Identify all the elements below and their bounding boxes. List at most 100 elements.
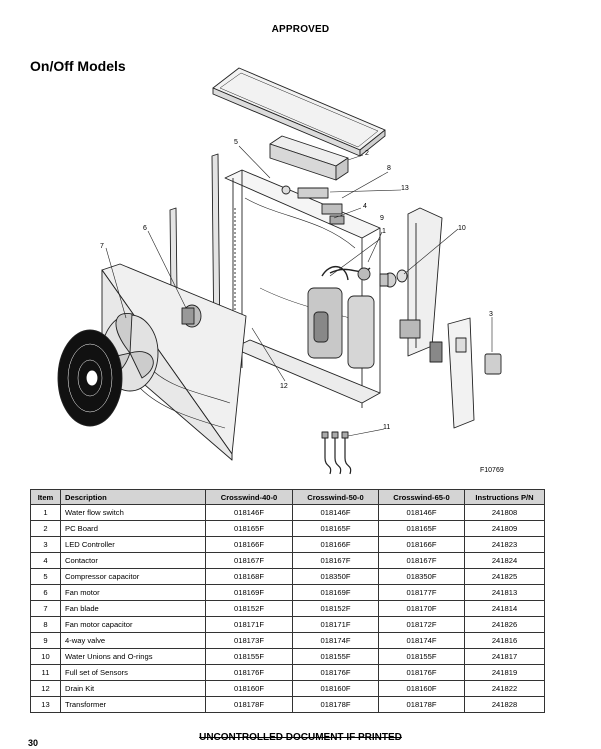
cell-instructions-pn: 241817 xyxy=(464,648,545,665)
cell-instructions-pn: 241823 xyxy=(464,536,545,553)
cell-crosswind-50: 018350F xyxy=(292,568,379,585)
cell-description: Fan motor capacitor xyxy=(60,616,206,633)
page-number: 30 xyxy=(28,738,39,748)
cell-crosswind-40: 018167F xyxy=(205,552,293,569)
cell-crosswind-65: 018146F xyxy=(378,504,465,521)
cell-instructions-pn: 241809 xyxy=(464,520,545,537)
electrical-box xyxy=(269,135,349,181)
cell-item: 2 xyxy=(30,520,61,537)
cell-instructions-pn: 241808 xyxy=(464,504,545,521)
approved-stamp: APPROVED xyxy=(271,24,330,35)
cell-description: Fan blade xyxy=(60,600,206,617)
cell-instructions-pn: 241816 xyxy=(464,632,545,649)
cell-item: 12 xyxy=(30,680,61,697)
parts-table: Item Description Crosswind-40-0 Crosswin… xyxy=(30,489,545,713)
cell-crosswind-65: 018170F xyxy=(378,600,465,617)
cell-description: 4-way valve xyxy=(60,632,206,649)
service-panel xyxy=(447,317,475,429)
cell-instructions-pn: 241814 xyxy=(464,600,545,617)
cell-item: 4 xyxy=(30,552,61,569)
figure-id: F10769 xyxy=(480,467,504,474)
cell-crosswind-50: 018176F xyxy=(292,664,379,681)
cell-crosswind-40: 018173F xyxy=(205,632,293,649)
callout-6: 6 xyxy=(143,225,147,232)
cell-crosswind-65: 018155F xyxy=(378,648,465,665)
led-controller xyxy=(484,353,502,375)
cell-description: Fan motor xyxy=(60,584,206,601)
section-title: On/Off Models xyxy=(30,58,126,74)
water-unions xyxy=(379,269,408,288)
callout-1: 1 xyxy=(382,228,386,235)
cell-crosswind-50: 018171F xyxy=(292,616,379,633)
unit-frame xyxy=(224,169,381,408)
cell-item: 7 xyxy=(30,600,61,617)
cell-crosswind-40: 018165F xyxy=(205,520,293,537)
cell-crosswind-65: 018178F xyxy=(378,696,465,713)
callout-9: 9 xyxy=(380,215,384,222)
uncontrolled-notice: UNCONTROLLED DOCUMENT IF PRINTED xyxy=(199,732,402,743)
cell-crosswind-65: 018176F xyxy=(378,664,465,681)
cell-description: Water Unions and O-rings xyxy=(60,648,206,665)
cell-item: 13 xyxy=(30,696,61,713)
cell-crosswind-65: 018177F xyxy=(378,584,465,601)
table-header-row: Item Description Crosswind-40-0 Crosswin… xyxy=(30,489,545,505)
cell-crosswind-65: 018166F xyxy=(378,536,465,553)
cell-description: LED Controller xyxy=(60,536,206,553)
cell-crosswind-40: 018171F xyxy=(205,616,293,633)
cell-instructions-pn: 241824 xyxy=(464,552,545,569)
cell-item: 8 xyxy=(30,616,61,633)
callout-7: 7 xyxy=(100,243,104,250)
cell-instructions-pn: 241828 xyxy=(464,696,545,713)
header-crosswind-50: Crosswind-50-0 xyxy=(292,489,379,505)
cell-item: 11 xyxy=(30,664,61,681)
cell-instructions-pn: 241819 xyxy=(464,664,545,681)
cell-crosswind-50: 018155F xyxy=(292,648,379,665)
cell-crosswind-65: 018350F xyxy=(378,568,465,585)
cell-crosswind-65: 018174F xyxy=(378,632,465,649)
cell-description: Transformer xyxy=(60,696,206,713)
callout-4: 4 xyxy=(363,203,367,210)
cell-crosswind-40: 018146F xyxy=(205,504,293,521)
fan-motor xyxy=(181,304,202,328)
lower-parts xyxy=(399,319,443,363)
cell-description: Compressor capacitor xyxy=(60,568,206,585)
cell-crosswind-40: 018176F xyxy=(205,664,293,681)
cell-crosswind-40: 018152F xyxy=(205,600,293,617)
callout-2: 2 xyxy=(365,150,369,157)
header-description: Description xyxy=(60,489,206,505)
callout-3: 3 xyxy=(489,311,493,318)
cell-instructions-pn: 241822 xyxy=(464,680,545,697)
cell-crosswind-40: 018160F xyxy=(205,680,293,697)
cell-crosswind-50: 018152F xyxy=(292,600,379,617)
sensors xyxy=(321,431,352,475)
cell-crosswind-50: 018169F xyxy=(292,584,379,601)
header-crosswind-40: Crosswind-40-0 xyxy=(205,489,293,505)
compressor-assembly xyxy=(307,266,375,369)
cell-crosswind-50: 018167F xyxy=(292,552,379,569)
callout-labels: 5 2 8 13 4 9 1 6 7 10 3 12 11 xyxy=(100,139,493,431)
cell-item: 6 xyxy=(30,584,61,601)
fan-grille xyxy=(57,329,123,427)
callout-8: 8 xyxy=(387,165,391,172)
cell-crosswind-50: 018174F xyxy=(292,632,379,649)
cell-crosswind-50: 018165F xyxy=(292,520,379,537)
cell-instructions-pn: 241826 xyxy=(464,616,545,633)
cell-description: PC Board xyxy=(60,520,206,537)
cell-crosswind-50: 018166F xyxy=(292,536,379,553)
header-crosswind-65: Crosswind-65-0 xyxy=(378,489,465,505)
callout-10: 10 xyxy=(458,225,466,232)
cell-description: Drain Kit xyxy=(60,680,206,697)
cell-item: 3 xyxy=(30,536,61,553)
cell-item: 5 xyxy=(30,568,61,585)
